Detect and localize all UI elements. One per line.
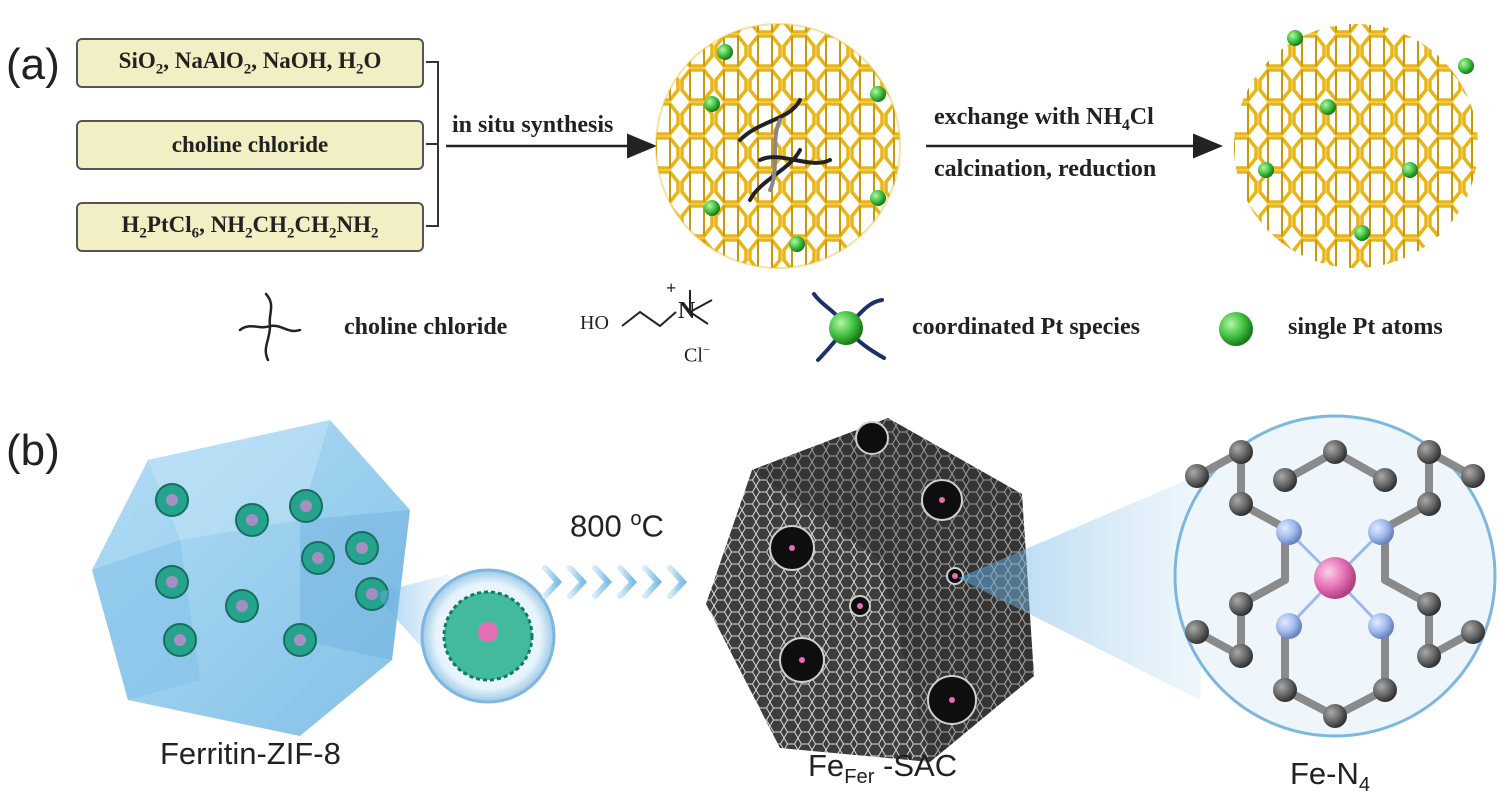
choline-structure — [621, 290, 713, 328]
panel-a-label: (a) — [6, 40, 60, 89]
calcination-label: calcination, reduction — [934, 156, 1157, 182]
heating-chevrons — [542, 565, 688, 599]
fe-n4-caption: Fe-N4 — [1290, 756, 1371, 797]
coordinated-pt-icon — [812, 292, 886, 362]
legend-coordinated-label: coordinated Pt species — [912, 314, 1140, 340]
synthesis-arrow-label: in situ synthesis — [452, 112, 614, 138]
choline-icon — [238, 292, 302, 362]
carbon-atoms — [1185, 440, 1485, 728]
panel-b-label: (b) — [6, 426, 60, 475]
reagent-box-silica: SiO2, NaAlO2, NaOH, H2O — [76, 38, 424, 88]
formula-ho: HO — [580, 312, 609, 334]
coordinated-pt-in-zeolite — [704, 44, 886, 252]
fe-n4-zoom — [1173, 414, 1497, 738]
reagent-box-silica-text: SiO2, NaAlO2, NaOH, H2O — [118, 47, 382, 78]
legend-choline-label: choline chloride — [344, 314, 508, 340]
zif8-crystal — [92, 420, 410, 736]
single-pt-icon — [1219, 312, 1253, 346]
formula-cl: Cl− — [684, 342, 711, 367]
formula-n: N — [678, 298, 696, 324]
reagent-box-platinum: H2PtCl6, NH2CH2CH2NH2 — [76, 202, 424, 252]
iron-atom — [1314, 557, 1356, 599]
exchange-label: exchange with NH4Cl — [934, 104, 1154, 134]
fe-sac-caption: FeFer -SAC — [808, 748, 958, 789]
ferritin-zif8-caption: Ferritin-ZIF-8 — [160, 736, 341, 771]
temperature-label: 800 oC — [570, 508, 664, 544]
reagent-box-choline: choline chloride — [76, 120, 424, 170]
reagent-box-choline-text: choline chloride — [171, 132, 329, 157]
reagent-bracket — [426, 61, 439, 227]
formula-plus: + — [666, 278, 677, 298]
zeolite-single-pt — [1234, 24, 1478, 268]
zeolite-with-template — [655, 23, 901, 269]
legend-single-label: single Pt atoms — [1288, 314, 1443, 340]
nitrogen-atoms — [1276, 519, 1394, 639]
zoom-beam-right — [958, 470, 1210, 700]
fe-sac-polyhedron — [706, 418, 1034, 762]
reagent-box-platinum-text: H2PtCl6, NH2CH2CH2NH2 — [121, 211, 379, 242]
ferritin-zoom-bubble — [420, 568, 556, 704]
